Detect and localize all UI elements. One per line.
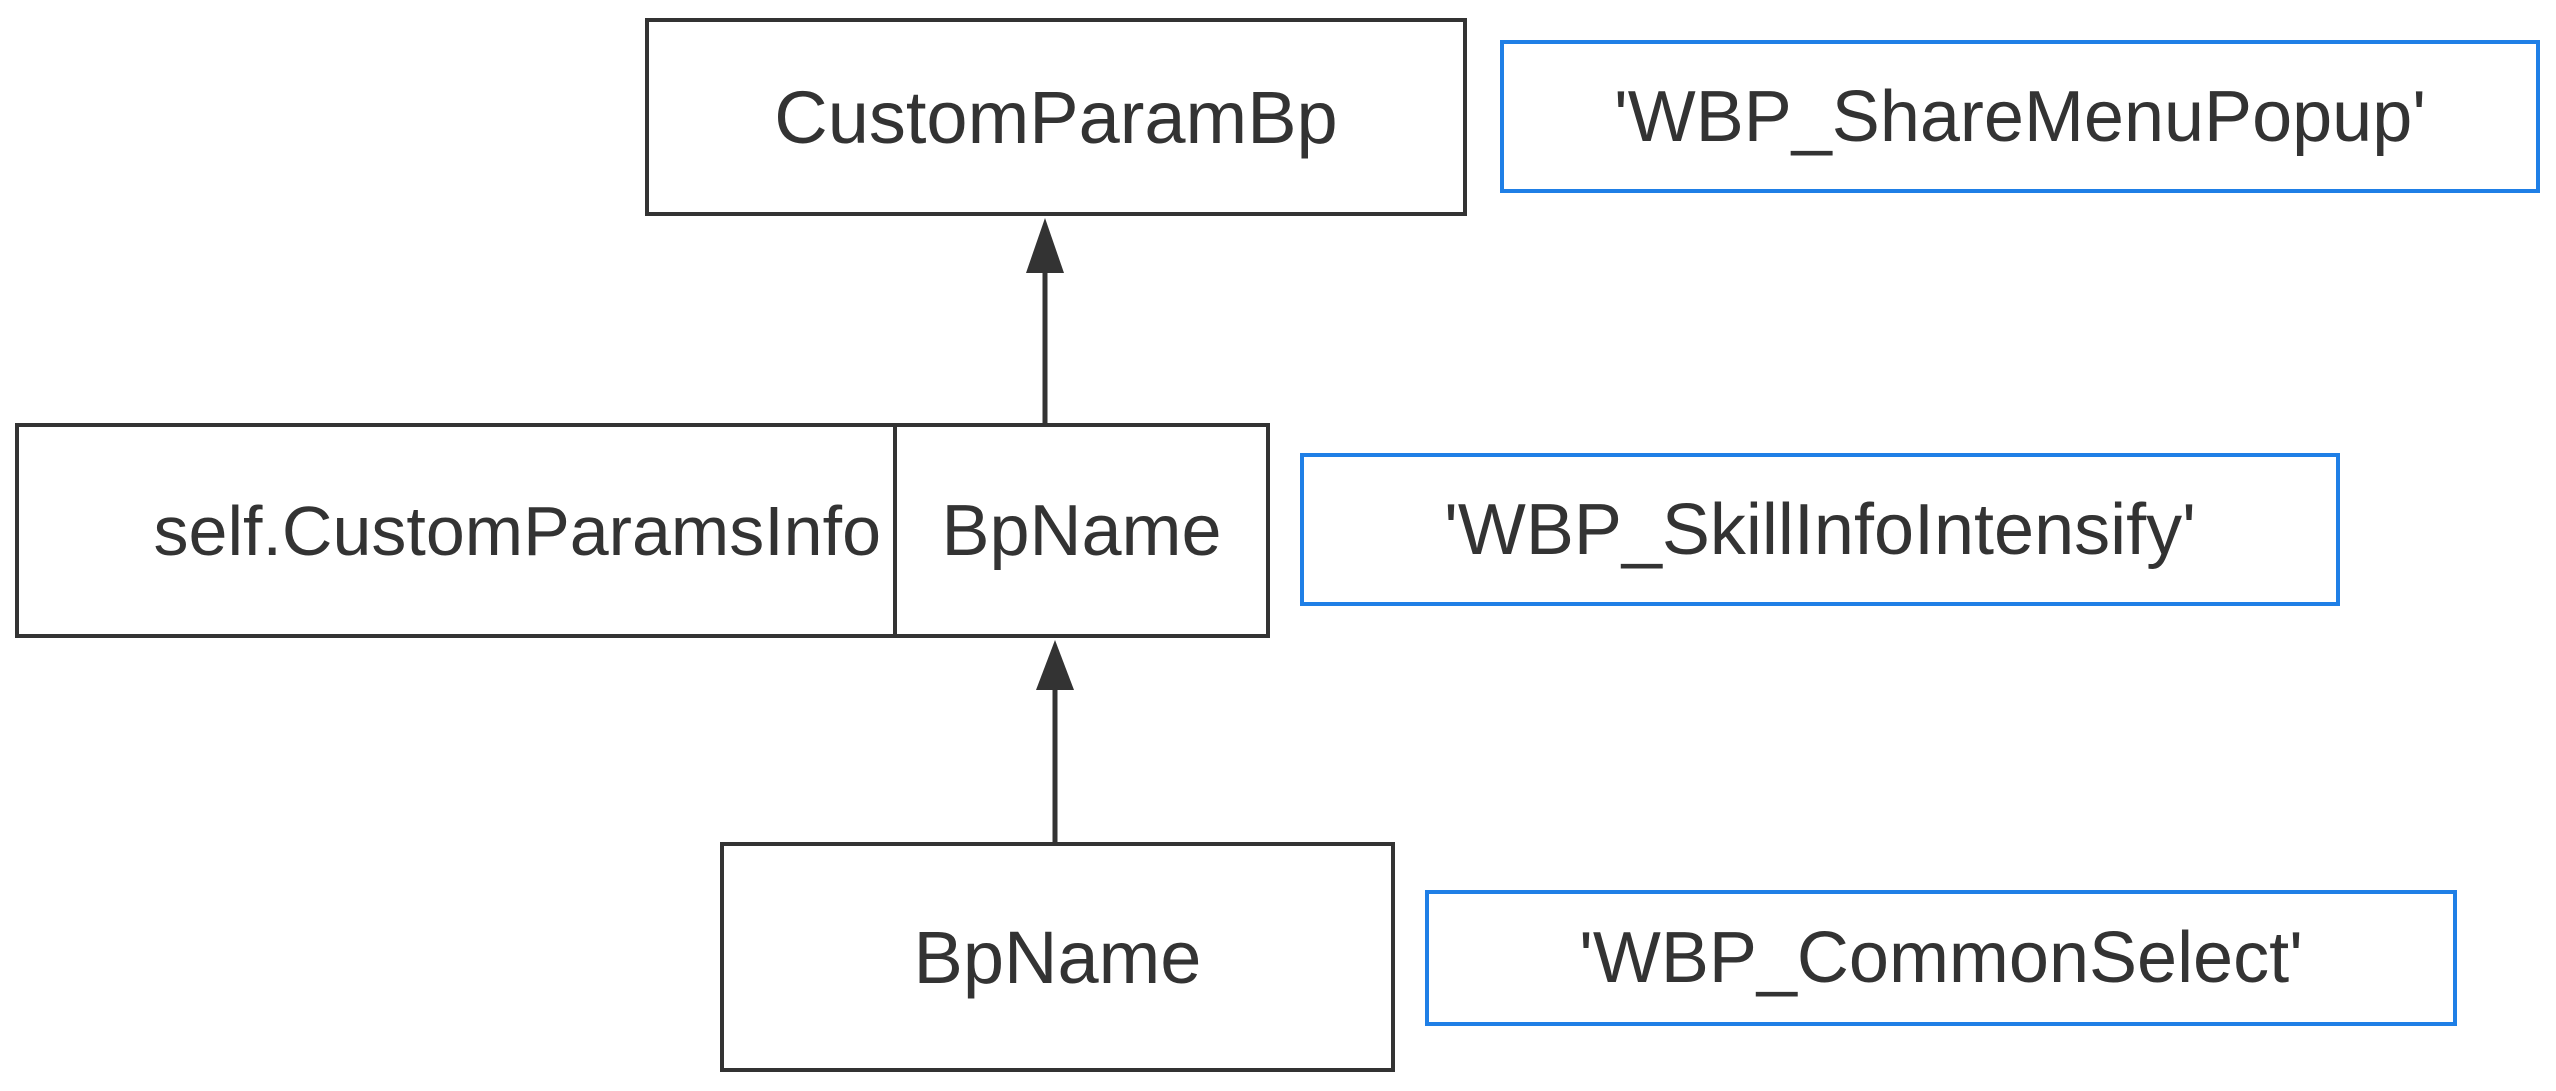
common-select-note: 'WBP_CommonSelect': [1425, 890, 2457, 1026]
common-select-label: 'WBP_CommonSelect': [1579, 918, 2303, 998]
share-menu-popup-label: 'WBP_ShareMenuPopup': [1614, 76, 2426, 157]
custom-param-bp-box: CustomParamBp: [645, 18, 1467, 216]
skill-info-intensify-label: 'WBP_SkillInfoIntensify': [1444, 489, 2196, 570]
bp-name-box: BpName: [720, 842, 1395, 1072]
arrow-middle-to-top-head: [1026, 218, 1064, 273]
share-menu-popup-note: 'WBP_ShareMenuPopup': [1500, 40, 2540, 193]
custom-param-bp-label: CustomParamBp: [774, 75, 1338, 159]
custom-params-info-box: self.CustomParamsInfo: [15, 423, 897, 638]
custom-params-info-label: self.CustomParamsInfo: [153, 491, 881, 570]
skill-info-intensify-note: 'WBP_SkillInfoIntensify': [1300, 453, 2340, 606]
bp-name-field-box: BpName: [893, 423, 1270, 638]
arrow-bottom-to-middle-head: [1036, 640, 1074, 690]
bp-name-label: BpName: [913, 915, 1202, 999]
bp-name-field-label: BpName: [941, 490, 1222, 571]
